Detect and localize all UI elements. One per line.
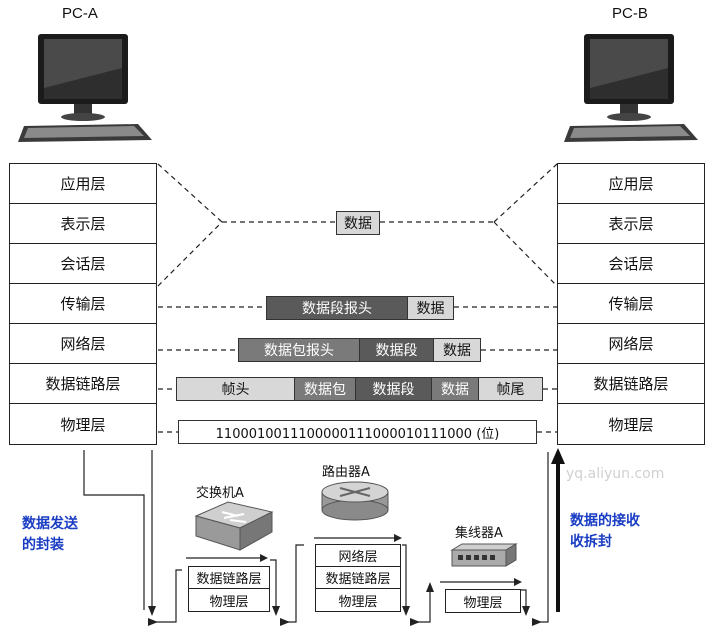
bit-stream: 1100010011100000111000010111000 (位) xyxy=(178,420,537,444)
switch-layer-datalink: 数据链路层 xyxy=(189,567,269,589)
pc-b-layer-physical: 物理层 xyxy=(608,415,654,434)
pc-a-layer-presentation: 表示层 xyxy=(10,204,156,244)
pc-a-layer-application: 应用层 xyxy=(10,164,156,204)
router-layer-physical: 物理层 xyxy=(338,594,378,610)
frame-segment: 数据段 xyxy=(355,377,432,401)
frame-packet: 数据包 xyxy=(294,377,356,401)
pc-b-computer-icon xyxy=(564,34,698,142)
pc-a-osi-stack: 应用层 表示层 会话层 传输层 网络层 数据链路层 物理层 xyxy=(9,163,157,445)
pc-a-computer-icon xyxy=(18,34,152,142)
pc-b-layer-datalink: 数据链路层 xyxy=(558,364,704,404)
send-caption-line2: 的封装 xyxy=(22,537,64,553)
packet-header: 数据包报头 xyxy=(238,338,360,362)
router-stack: 网络层 数据链路层 物理层 xyxy=(315,544,401,612)
router-label: 路由器A xyxy=(322,465,370,480)
segment-header: 数据段报头 xyxy=(266,296,408,320)
hub-stack: 物理层 xyxy=(445,589,521,613)
pc-a-label: PC-A xyxy=(62,5,98,22)
watermark: yq.aliyun.com xyxy=(566,466,665,482)
pc-b-osi-stack: 应用层 表示层 会话层 传输层 网络层 数据链路层 物理层 xyxy=(557,163,705,445)
pc-b-layer-application: 应用层 xyxy=(558,164,704,204)
frame-data: 数据 xyxy=(431,377,479,401)
receive-caption: 数据的接收 收拆封 xyxy=(570,511,640,553)
pc-b-layer-session: 会话层 xyxy=(558,244,704,284)
receive-caption-line1: 数据的接收 xyxy=(570,513,640,529)
pc-a-layer-transport: 传输层 xyxy=(10,284,156,324)
router-layer-network: 网络层 xyxy=(316,545,400,567)
hub-label: 集线器A xyxy=(455,526,503,541)
pc-b-layer-presentation: 表示层 xyxy=(558,204,704,244)
packet-segment: 数据段 xyxy=(359,338,434,362)
hub-icon xyxy=(450,543,518,567)
pc-a-layer-physical: 物理层 xyxy=(60,415,106,434)
send-caption-line1: 数据发送 xyxy=(22,516,78,532)
router-layer-datalink: 数据链路层 xyxy=(316,567,400,589)
switch-icon xyxy=(194,501,274,551)
hub-layer-physical: 物理层 xyxy=(463,595,503,611)
frame-header: 帧头 xyxy=(176,377,295,401)
receive-caption-line2: 收拆封 xyxy=(570,534,612,550)
pc-a-layer-network: 网络层 xyxy=(10,324,156,364)
router-icon xyxy=(321,481,389,521)
pc-b-label: PC-B xyxy=(612,5,648,22)
pc-a-layer-session: 会话层 xyxy=(10,244,156,284)
pc-a-layer-datalink: 数据链路层 xyxy=(10,364,156,404)
packet-data: 数据 xyxy=(433,338,481,362)
switch-layer-physical: 物理层 xyxy=(209,594,249,610)
pc-b-layer-transport: 传输层 xyxy=(558,284,704,324)
send-caption: 数据发送 的封装 xyxy=(22,514,78,556)
segment-data: 数据 xyxy=(407,296,454,320)
switch-stack: 数据链路层 物理层 xyxy=(188,566,270,612)
frame-trailer: 帧尾 xyxy=(478,377,543,401)
switch-label: 交换机A xyxy=(196,486,244,501)
pc-b-layer-network: 网络层 xyxy=(558,324,704,364)
pdu-data: 数据 xyxy=(336,211,380,235)
